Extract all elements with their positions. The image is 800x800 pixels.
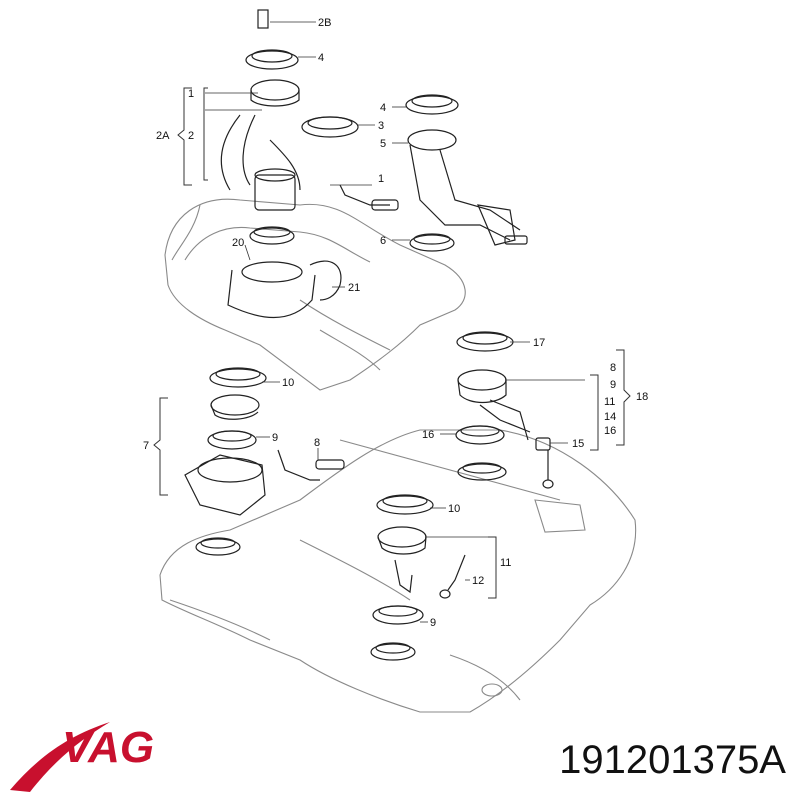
- callout-18: 18: [636, 391, 648, 403]
- callout-14-right: 14: [604, 411, 616, 423]
- callout-12: 12: [472, 575, 484, 587]
- callout-9-right: 9: [610, 379, 616, 391]
- callout-1-left: 1: [188, 88, 194, 100]
- callout-3: 3: [378, 120, 384, 132]
- callout-16: 16: [422, 429, 434, 441]
- callout-16-right: 16: [604, 425, 616, 437]
- callout-9-left: 9: [272, 432, 278, 444]
- callout-10-mid: 10: [448, 503, 460, 515]
- lower-fuel-tank: [159, 429, 637, 713]
- upper-right-sender-assembly: [405, 94, 528, 252]
- callout-11: 11: [500, 557, 511, 569]
- upper-pump-assembly: [220, 9, 399, 319]
- lower-middle-assembly: [370, 494, 466, 661]
- right-middle-assembly: [455, 331, 554, 489]
- callout-8-left: 8: [314, 437, 320, 449]
- callout-4-top: 4: [318, 52, 324, 64]
- callout-labels: 2B 4 1 2A 2 3 1 4 5 6 20 21 17 8 9 11 14…: [143, 17, 648, 629]
- part-number: 191201375A: [559, 738, 786, 782]
- callout-2-left: 2: [188, 130, 194, 142]
- callout-4-right: 4: [380, 102, 386, 114]
- callout-2A: 2A: [156, 130, 170, 142]
- upper-fuel-tank: [164, 198, 466, 391]
- callout-5: 5: [380, 138, 386, 150]
- vag-logo: VAG: [10, 722, 154, 792]
- callout-11-right: 11: [604, 396, 615, 408]
- callout-20: 20: [232, 237, 244, 249]
- callout-10-top: 10: [282, 377, 294, 389]
- logo-swoosh: [10, 722, 110, 792]
- callout-7: 7: [143, 440, 149, 452]
- callout-21: 21: [348, 282, 360, 294]
- callout-2B: 2B: [318, 17, 331, 29]
- grouping-braces: [153, 87, 631, 599]
- callout-17: 17: [533, 337, 545, 349]
- logo-wordmark: VAG: [62, 723, 154, 772]
- leader-lines: [205, 21, 585, 623]
- callout-9-low: 9: [430, 617, 436, 629]
- callout-15: 15: [572, 438, 584, 450]
- callout-8-right: 8: [610, 362, 616, 374]
- callout-1-right: 1: [378, 173, 384, 185]
- callout-6: 6: [380, 235, 386, 247]
- left-pump-assembly: [184, 367, 345, 556]
